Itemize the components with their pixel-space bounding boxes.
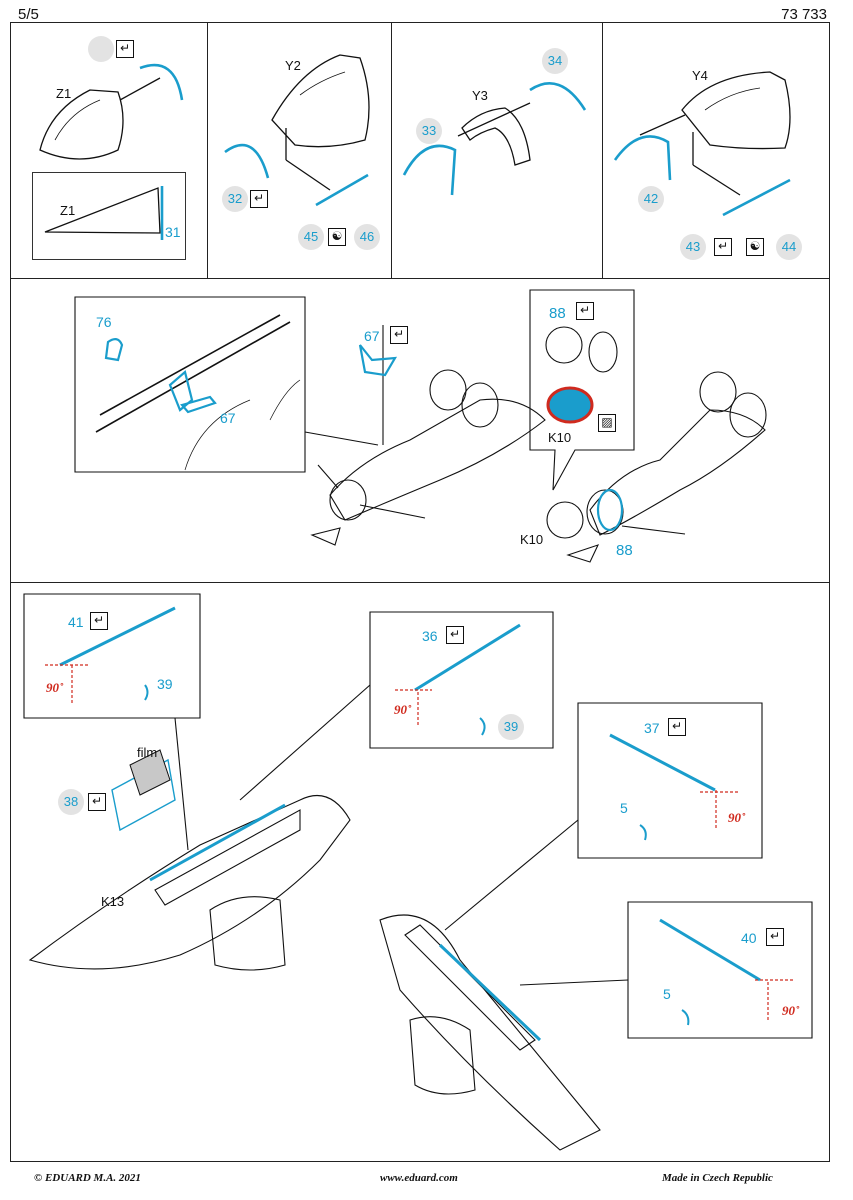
part-45: 45 <box>298 224 324 250</box>
part-44: 44 <box>776 234 802 260</box>
label-k10-detail: K10 <box>548 430 572 445</box>
part-33: 33 <box>416 118 442 144</box>
bend-icon: ↵ <box>250 190 268 208</box>
bend-icon: ↵ <box>576 302 594 320</box>
label-y4: Y4 <box>692 68 708 83</box>
bend-icon: ↵ <box>390 326 408 344</box>
col-divider-2 <box>391 22 392 278</box>
part-88-detail: 88 <box>549 305 566 322</box>
row-divider-1 <box>10 278 830 279</box>
label-z1-top: Z1 <box>56 86 72 101</box>
instruction-frame <box>10 22 830 1162</box>
angle-90-a: 90˚ <box>46 680 64 695</box>
label-y2: Y2 <box>285 58 301 73</box>
part-38: 38 <box>58 789 84 815</box>
label-z1-bottom: Z1 <box>60 203 76 218</box>
label-k10: K10 <box>520 532 544 547</box>
footer-copyright: © EDUARD M.A. 2021 <box>34 1172 141 1184</box>
bend-icon: ↵ <box>714 238 732 256</box>
bend-icon: ↵ <box>668 718 686 736</box>
part-46: 46 <box>354 224 380 250</box>
page-number: 5/5 <box>18 6 39 23</box>
col-divider-3 <box>602 22 603 278</box>
part-40: 40 <box>741 930 757 946</box>
bend-icon: ↵ <box>90 612 108 630</box>
part-41: 41 <box>68 614 84 630</box>
hatch-icon: ▨ <box>598 414 616 432</box>
paint-contrast-icon: ☯ <box>328 228 346 246</box>
z1-detail-box <box>32 172 186 260</box>
col-divider-1 <box>207 22 208 278</box>
angle-90-c: 90˚ <box>728 810 746 825</box>
angle-90-d: 90˚ <box>782 1003 800 1018</box>
part-88: 88 <box>616 542 633 559</box>
part-67-detail: 67 <box>220 410 236 426</box>
bend-icon: ↵ <box>88 793 106 811</box>
label-y3: Y3 <box>472 88 488 103</box>
part-34: 34 <box>542 48 568 74</box>
part-39-b: 39 <box>498 714 524 740</box>
empty-badge <box>88 36 114 62</box>
kit-number: 73 733 <box>781 6 827 23</box>
part-67: 67 <box>364 328 380 344</box>
part-5-b: 5 <box>663 986 671 1002</box>
footer-made-in: Made in Czech Republic <box>662 1172 773 1184</box>
paint-contrast-icon: ☯ <box>746 238 764 256</box>
part-5-a: 5 <box>620 800 628 816</box>
part-32: 32 <box>222 186 248 212</box>
footer-website: www.eduard.com <box>380 1172 458 1184</box>
label-film: film <box>137 745 158 760</box>
part-39-a: 39 <box>157 676 173 692</box>
bend-icon: ↵ <box>766 928 784 946</box>
part-42: 42 <box>638 186 664 212</box>
row-divider-2 <box>10 582 830 583</box>
part-76: 76 <box>96 314 112 330</box>
part-36: 36 <box>422 628 438 644</box>
bend-icon: ↵ <box>446 626 464 644</box>
part-37: 37 <box>644 720 660 736</box>
part-31: 31 <box>165 224 181 240</box>
label-k13: K13 <box>101 894 125 909</box>
angle-90-b: 90˚ <box>394 702 412 717</box>
bend-icon: ↵ <box>116 40 134 58</box>
part-43: 43 <box>680 234 706 260</box>
